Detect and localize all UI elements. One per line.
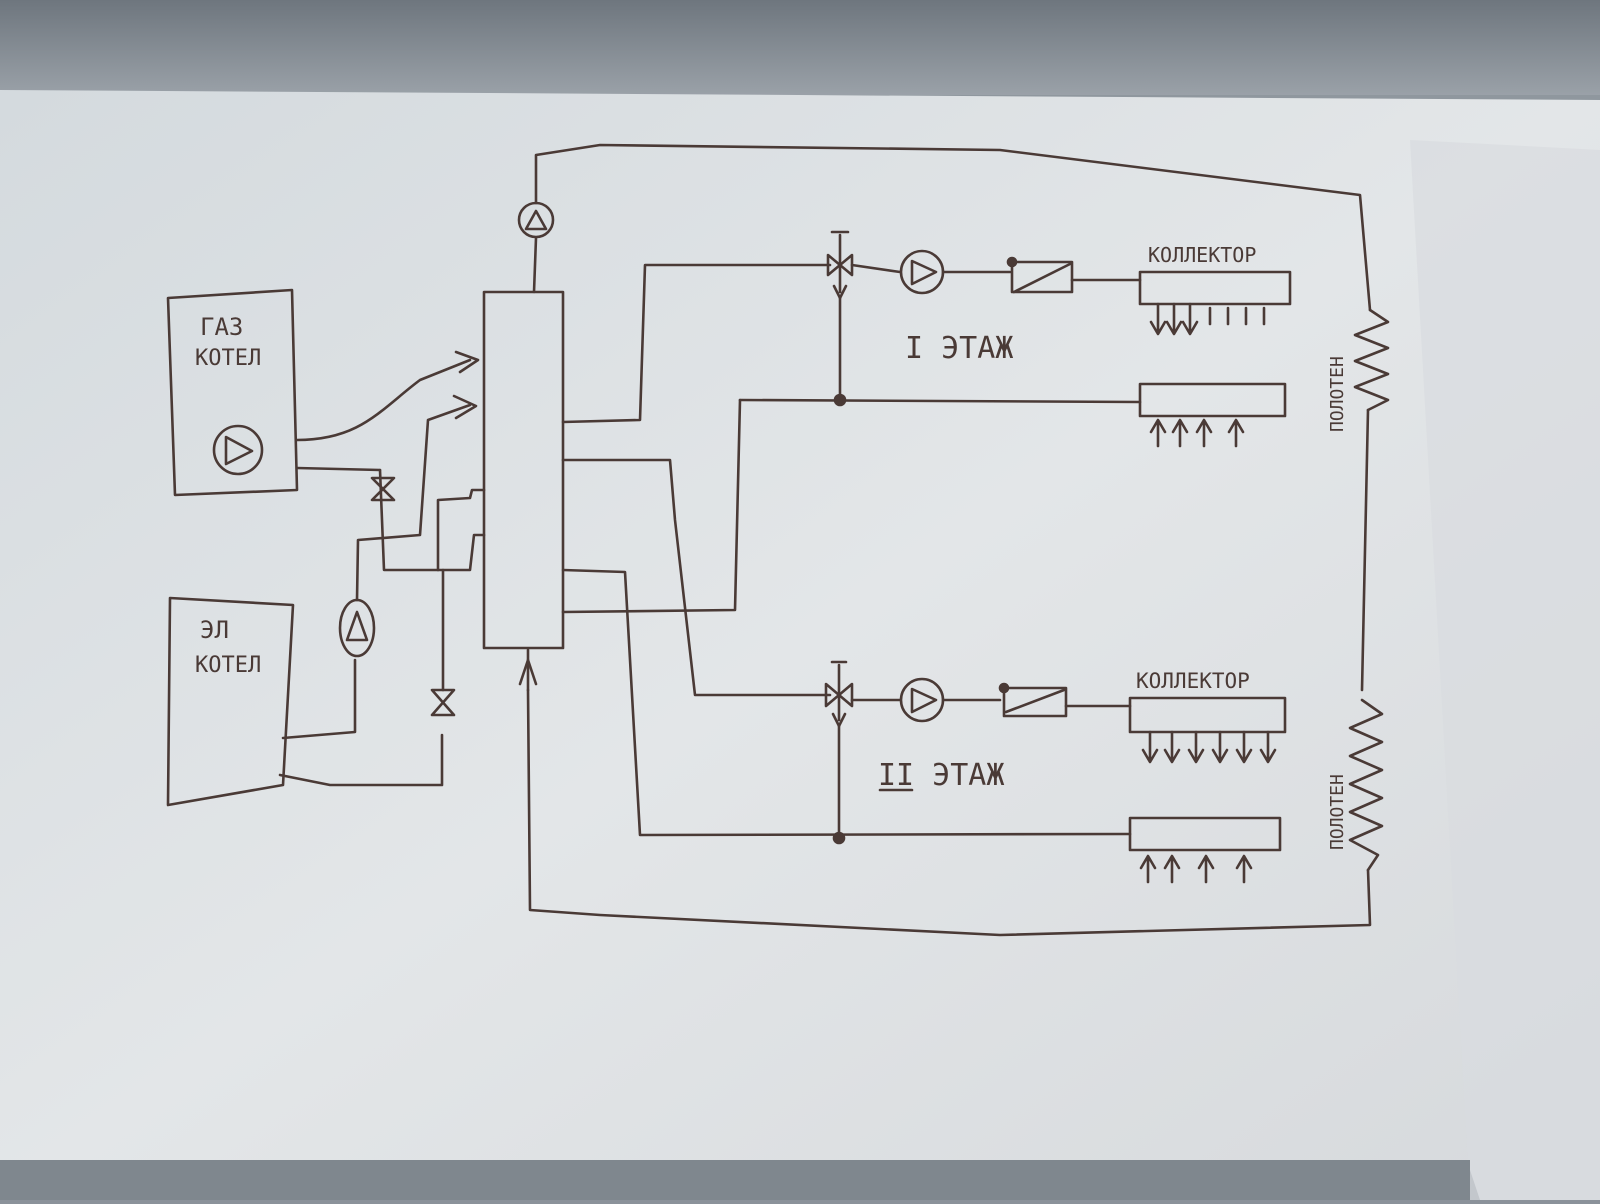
collector-top-label: КОЛЛЕКТОР: [1148, 243, 1256, 267]
floor1-supply-pipe: [561, 263, 832, 424]
floor1-return-pipe: [738, 398, 1142, 404]
paper-sheet: [0, 90, 1600, 1200]
gas-boiler-return-pipe: [295, 466, 382, 472]
top-shadow: [0, 0, 1600, 95]
floor1-filter-box: [1010, 260, 1074, 294]
floor2-outlet-3: [1187, 730, 1205, 764]
floor1-inlet-2: [1171, 418, 1189, 448]
floor1-three-way-valve-icon: [826, 253, 854, 277]
floor2-outlet-1: [1141, 730, 1159, 764]
floor2-three-way-valve-icon: [824, 682, 854, 708]
floor2-pump-triangle-icon: [910, 687, 938, 714]
floor1-inlet-4: [1227, 418, 1245, 448]
ink-lines: [166, 143, 1390, 937]
towel-rail-bottom-label: ПОЛОТЕН: [1327, 774, 1348, 850]
towel-rail-return-pipe: [526, 688, 1372, 937]
gas-boiler-label-line2: КОТЕЛ: [195, 346, 261, 371]
hydraulic-separator: [482, 290, 565, 650]
electric-boiler-box: [166, 596, 295, 807]
top-pump-triangle-icon: [524, 209, 548, 231]
top-pipe-riser: [532, 236, 538, 294]
floor1-inlet-3: [1195, 418, 1213, 448]
floor2-supply-pipe: [561, 458, 832, 697]
floor2-outlet-4: [1211, 730, 1229, 764]
floor1-outlet-1: [1149, 302, 1167, 336]
floor2-inlet-1: [1139, 854, 1157, 884]
gas-boiler-box: [166, 288, 299, 497]
electric-boiler-return-pipe: [278, 733, 444, 787]
floor1-outlet-2: [1165, 302, 1183, 336]
gas-boiler-pump-icon: [212, 424, 264, 476]
floor2-supply-collector: [1128, 696, 1287, 734]
bottom-shadow: [0, 1160, 1470, 1200]
floor-1-label: I ЭТАЖ: [905, 331, 1013, 366]
towel-rail-supply-pipe: [534, 143, 1372, 312]
floor2-inlet-2: [1163, 854, 1181, 884]
electric-return-valve-icon: [430, 688, 456, 717]
floor1-return-to-separator: [561, 398, 742, 614]
floor1-pipe-to-pump: [850, 263, 902, 274]
return-arrow-icon: [518, 658, 538, 686]
floor2-outlet-2: [1163, 730, 1181, 764]
collector-bottom-label: КОЛЛЕКТОР: [1136, 669, 1250, 693]
gas-boiler-supply-pipe: [295, 358, 472, 442]
electric-pump-triangle-icon: [345, 610, 369, 642]
electric-boiler-supply-pipe: [281, 658, 357, 740]
floor-2-label: II ЭТАЖ: [878, 758, 1004, 793]
floor2-return-pipe: [561, 568, 1132, 837]
floor1-outlet-3: [1181, 302, 1199, 336]
towel-rail-top-label: ПОЛОТЕН: [1327, 356, 1348, 432]
floor1-filter-diagonal: [1012, 262, 1072, 294]
floor1-supply-collector: [1138, 270, 1292, 306]
floor2-return-collector: [1128, 816, 1282, 852]
floor2-outlet-6: [1259, 730, 1277, 764]
floor1-inlet-1: [1149, 418, 1167, 448]
towel-rail-bottom-zigzag: [1348, 698, 1384, 872]
floor2-inlet-3: [1197, 854, 1215, 884]
floor2-outlet-5: [1235, 730, 1253, 764]
electric-boiler-label-line2: КОТЕЛ: [195, 653, 261, 678]
floor2-filter-box: [1002, 686, 1068, 718]
electric-supply-arrow-icon: [452, 394, 478, 420]
labels: ГАЗ КОТЕЛ ЭЛ КОТЕЛ КОЛЛЕКТОР КОЛЛЕКТОР I…: [195, 243, 1348, 850]
floor2-filter-diagonal: [1004, 688, 1066, 714]
gas-return-valve-icon: [370, 476, 396, 502]
floor2-valve-actuator: [830, 660, 848, 697]
gas-boiler-label-line1: ГАЗ: [200, 313, 243, 341]
gas-supply-arrow-icon: [454, 350, 480, 374]
towel-rail-riser: [1360, 408, 1370, 692]
floor1-return-collector: [1138, 382, 1287, 418]
gas-boiler-pump-triangle-icon: [224, 435, 254, 466]
paper-fold: [1410, 140, 1600, 1200]
gas-return-to-separator: [378, 468, 486, 572]
electric-supply-to-separator: [355, 403, 472, 602]
towel-rail-top-zigzag: [1353, 308, 1390, 412]
floor1-valve-actuator: [830, 230, 850, 267]
electric-boiler-label-line1: ЭЛ: [200, 616, 229, 644]
mixing-line: [436, 488, 486, 572]
floor2-inlet-4: [1235, 854, 1253, 884]
floor1-pump-triangle-icon: [910, 259, 938, 286]
